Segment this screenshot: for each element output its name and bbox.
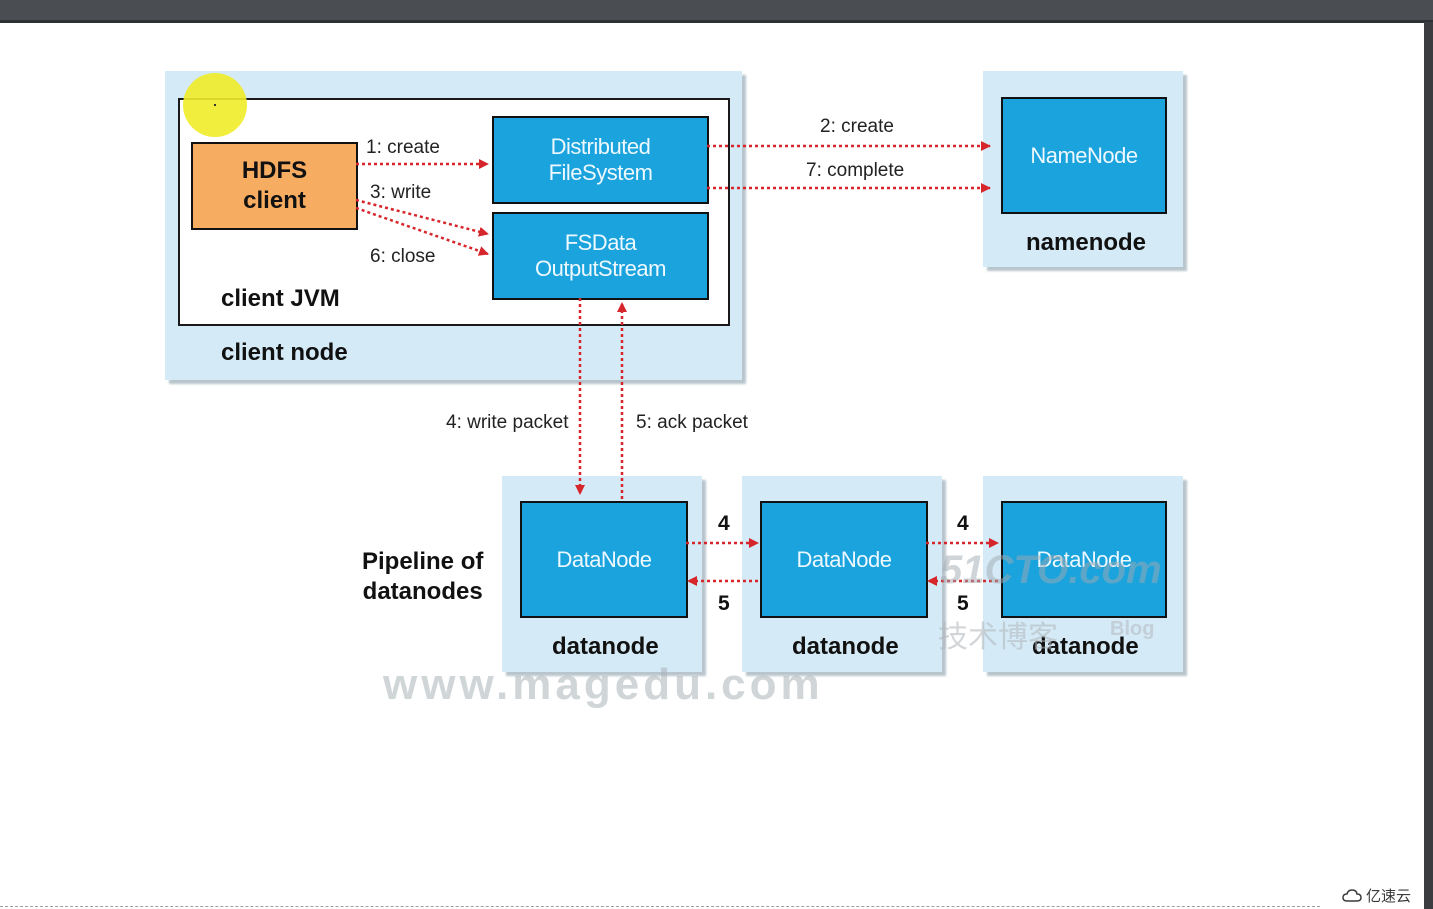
label-1-create: 1: create bbox=[366, 137, 440, 158]
fsdata-os-line1: FSData bbox=[564, 230, 637, 255]
bottom-dashed-line bbox=[0, 906, 1320, 907]
label-2-create: 2: create bbox=[820, 116, 894, 137]
client-node-label: client node bbox=[221, 339, 348, 366]
label-3-write: 3: write bbox=[370, 182, 432, 203]
fsdata-os-line2: OutputStream bbox=[535, 256, 666, 281]
label-4-write-packet: 4: write packet bbox=[446, 412, 569, 433]
label-pipe-back-2: 5 bbox=[957, 592, 969, 615]
watermark-site: www.magedu.com bbox=[383, 660, 824, 709]
datanode-label-3: datanode bbox=[1032, 633, 1139, 660]
datanode-box-3-label: DataNode bbox=[1036, 546, 1132, 572]
arrow-6-close bbox=[355, 206, 489, 256]
label-5-ack-packet: 5: ack packet bbox=[636, 412, 748, 433]
brand-logo: 亿速云 bbox=[1342, 885, 1411, 906]
datanode-box-3: DataNode bbox=[1001, 501, 1167, 618]
namenode-box: NameNode bbox=[1001, 97, 1167, 214]
watermark-blog-brand: 51CTO.com bbox=[940, 548, 1162, 592]
pipeline-line2: datanodes bbox=[362, 578, 483, 605]
arrow-3-write bbox=[355, 198, 489, 237]
datanode-box-1-label: DataNode bbox=[556, 546, 652, 572]
cloud-icon bbox=[1342, 888, 1362, 902]
namenode-label: namenode bbox=[1026, 229, 1147, 256]
datanode-box-2-label: DataNode bbox=[796, 546, 892, 572]
datanode-label-1: datanode bbox=[552, 633, 659, 660]
watermark-blog-sub: 技术博客 bbox=[938, 621, 1058, 654]
cursor-pointer-dot bbox=[214, 104, 216, 106]
distributed-fs-line1: Distributed bbox=[550, 134, 651, 159]
pipeline-label: Pipeline of datanodes bbox=[362, 547, 483, 607]
hdfs-client-line2: client bbox=[243, 187, 306, 214]
label-6-close: 6: close bbox=[370, 246, 436, 267]
datanode-box-1: DataNode bbox=[520, 501, 688, 618]
label-pipe-forward-1: 4 bbox=[718, 512, 730, 535]
client-jvm-label: client JVM bbox=[221, 285, 340, 312]
datanode-label-2: datanode bbox=[792, 633, 899, 660]
label-7-complete: 7: complete bbox=[806, 160, 905, 181]
namenode-box-label: NameNode bbox=[1030, 142, 1138, 168]
pipeline-line1: Pipeline of bbox=[362, 548, 484, 575]
window-right-bar bbox=[1424, 22, 1433, 909]
watermark-blog-tag: Blog bbox=[1110, 618, 1155, 640]
window-top-bar-edge bbox=[0, 20, 1433, 23]
window-top-bar bbox=[0, 0, 1433, 22]
datanode-box-2: DataNode bbox=[760, 501, 928, 618]
label-pipe-back-1: 5 bbox=[718, 592, 730, 615]
label-pipe-forward-2: 4 bbox=[957, 512, 969, 535]
distributed-fs-line2: FileSystem bbox=[548, 160, 653, 185]
hdfs-client-line1: HDFS bbox=[241, 157, 308, 184]
hdfs-client-box: HDFS client bbox=[191, 142, 358, 230]
brand-name: 亿速云 bbox=[1366, 888, 1412, 905]
